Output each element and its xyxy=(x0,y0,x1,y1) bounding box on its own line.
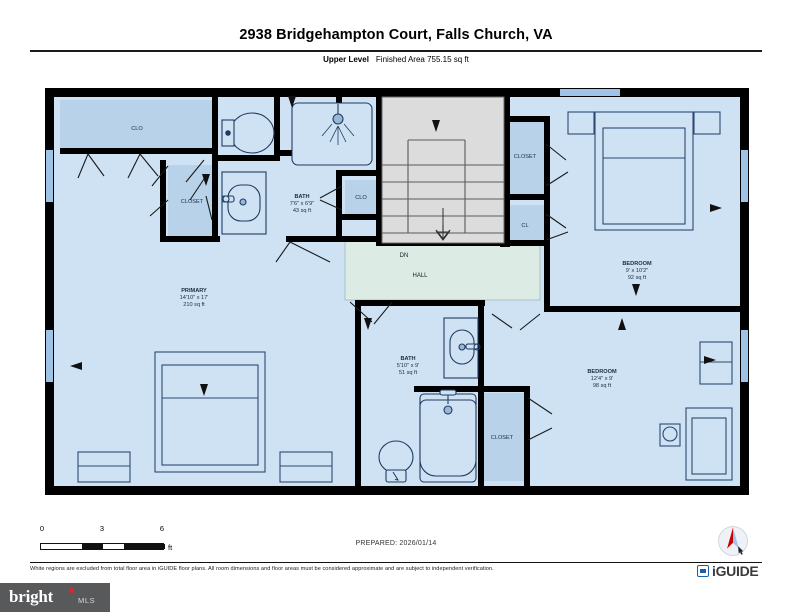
staircase xyxy=(381,96,505,244)
bath-lower-area: 51 sq ft xyxy=(399,370,418,376)
closet-label-2: CLO xyxy=(355,195,367,201)
scale-unit: ft xyxy=(168,543,173,552)
bath-fixtures-upper xyxy=(221,102,373,235)
bath-lower-name: BATH xyxy=(400,356,415,362)
bedroom-ne-name: BEDROOM xyxy=(622,261,652,267)
room-label-bath-lower: BATH 5'10" x 9' 51 sq ft xyxy=(397,356,419,376)
primary-area: 210 sq ft xyxy=(183,302,205,308)
windows xyxy=(46,89,748,382)
bedroom-se-dims: 12'4" x 9' xyxy=(591,376,613,382)
viewpoint-arrows xyxy=(70,96,722,396)
iguide-mark-icon xyxy=(697,565,709,577)
level-subtitle: Upper Level Finished Area 755.15 sq ft xyxy=(0,55,792,64)
bath-fixtures-lower xyxy=(378,317,481,483)
brightmls-accent-dot xyxy=(69,588,74,593)
page-title: 2938 Bridgehampton Court, Falls Church, … xyxy=(239,27,553,43)
disclaimer-text: White regions are excluded from total fl… xyxy=(30,566,494,572)
bath-upper-dims: 7'6" x 6'9" xyxy=(290,201,314,207)
bath-lower-dims: 5'10" x 9' xyxy=(397,363,419,369)
footer-divider xyxy=(30,562,762,563)
primary-dims: 14'10" x 17' xyxy=(180,295,209,301)
room-label-bedroom-se: BEDROOM 12'4" x 9' 98 sq ft xyxy=(587,369,617,389)
furniture-bedroom-ne xyxy=(567,111,721,231)
brightmls-suffix: MLS xyxy=(78,596,96,605)
circulation-labels: DN HALL xyxy=(400,253,429,279)
prepared-date: PREPARED: 2026/01/14 xyxy=(355,540,437,547)
closet-label-3: CLOSET xyxy=(514,154,537,160)
closet-labels: CLO CLOSET CLO CLOSET CL CLOSET xyxy=(131,126,537,441)
closet-label-4: CL xyxy=(521,223,528,229)
furniture-primary xyxy=(77,351,333,483)
bedroom-ne-area: 92 sq ft xyxy=(628,275,647,281)
iguide-wordmark: iGUIDE xyxy=(712,563,759,579)
compass-north-icon xyxy=(718,526,748,556)
title-divider xyxy=(30,50,762,52)
bedroom-ne-dims: 9' x 10'2" xyxy=(626,268,648,274)
bath-upper-name: BATH xyxy=(294,194,309,200)
scale-bar: 0 3 6 ft xyxy=(40,524,173,555)
primary-name: PRIMARY xyxy=(181,288,207,294)
room-label-primary: PRIMARY 14'10" x 17' 210 sq ft xyxy=(180,288,209,308)
brightmls-logo: bright MLS xyxy=(0,583,110,612)
bedroom-se-name: BEDROOM xyxy=(587,369,617,375)
level-label: Upper Level xyxy=(323,55,369,64)
iguide-logo: iGUIDE xyxy=(697,562,773,580)
doors xyxy=(77,143,569,441)
brightmls-word: bright xyxy=(9,587,54,606)
bedroom-se-area: 98 sq ft xyxy=(593,383,612,389)
room-label-bedroom-ne: BEDROOM 9' x 10'2" 92 sq ft xyxy=(622,261,652,281)
closet-label-1: CLOSET xyxy=(181,199,204,205)
exterior-walls xyxy=(45,88,749,495)
room-label-bath-upper: BATH 7'6" x 6'9" 43 sq ft xyxy=(290,194,314,214)
bath-upper-area: 43 sq ft xyxy=(293,208,312,214)
stair-direction-label: DN xyxy=(400,253,409,259)
hall-label: HALL xyxy=(412,273,428,279)
scale-tick-0: 0 xyxy=(39,524,45,533)
scale-tick-1: 3 xyxy=(99,524,105,533)
room-labels: PRIMARY 14'10" x 17' 210 sq ft BATH 7'6"… xyxy=(180,194,652,389)
scale-bar-graphic xyxy=(40,543,165,550)
closet-label-0: CLO xyxy=(131,126,143,132)
scale-tick-2: 6 xyxy=(159,524,165,533)
closet-label-5: CLOSET xyxy=(491,435,514,441)
finished-area-label: Finished Area 755.15 sq ft xyxy=(375,55,469,64)
